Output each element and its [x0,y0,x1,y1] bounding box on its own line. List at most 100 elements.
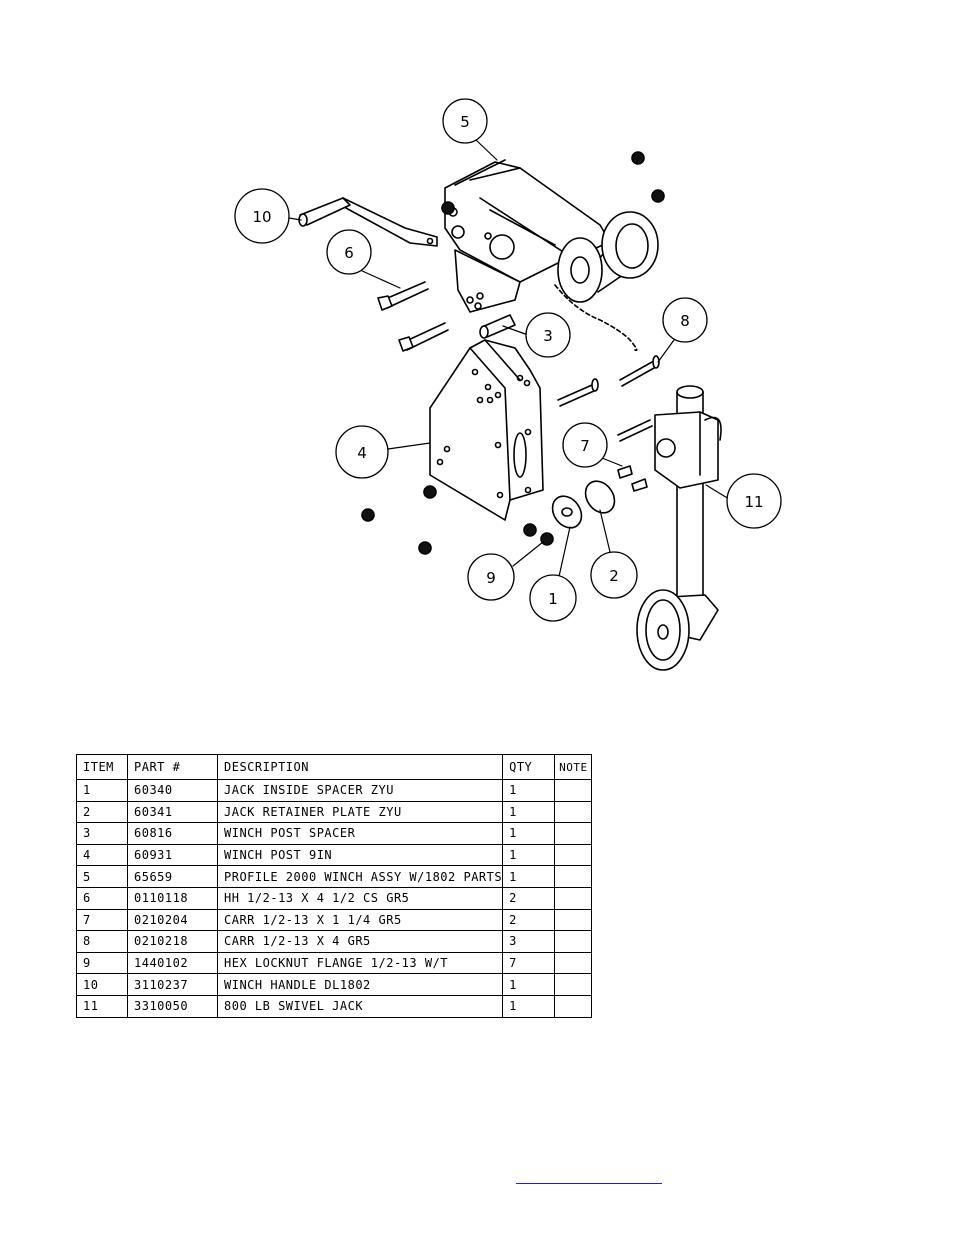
cell-qty: 2 [502,886,556,910]
cell-note [554,886,593,910]
cell-part-number: 1440102 [127,951,218,975]
callout-7 [562,422,608,468]
cell-item: 9 [76,951,128,975]
column-header-qty: QTY [502,754,556,780]
cell-note [554,779,593,802]
callout-11 [726,473,782,529]
cell-description: JACK INSIDE SPACER ZYU [216,779,504,802]
cell-item: 1 [76,779,128,802]
callout-balloons [234,98,782,622]
callout-label: 9 [486,569,496,587]
cell-note [554,865,593,888]
hex-bolt-part [377,281,449,352]
callout-label: 1 [548,590,558,608]
callout-label: 7 [580,437,590,455]
cell-item: 10 [76,973,128,996]
cell-part-number: 60931 [127,843,218,867]
callout-10 [234,188,290,244]
cell-item: 7 [76,908,128,932]
cell-item: 6 [76,886,128,910]
cell-part-number: 0110118 [127,886,218,910]
cell-part-number: 60341 [127,800,218,824]
cell-description: CARR 1/2-13 X 4 GR5 [216,930,504,953]
cell-note [554,951,593,975]
cell-note [554,822,593,845]
cell-qty: 1 [502,843,556,867]
callout-label: 11 [744,493,763,511]
cell-part-number: 60816 [127,822,218,845]
jack-plates-part [551,480,616,529]
winch-handle-part [298,197,438,247]
cell-part-number: 0210218 [127,930,218,953]
callout-label: 6 [344,244,354,262]
cell-part-number: 3110237 [127,973,218,996]
cell-item: 4 [76,843,128,867]
winch-post-spacer-part [479,314,516,339]
footer-link[interactable] [516,1169,662,1184]
winch-post-part [429,339,544,521]
callout-label: 2 [609,567,619,585]
cell-qty: 2 [502,908,556,932]
cell-item: 3 [76,822,128,845]
winch-assembly-part [444,159,659,352]
cell-note [554,908,593,932]
callout-label: 5 [460,113,470,131]
cell-description: JACK RETAINER PLATE ZYU [216,800,504,824]
cell-item: 11 [76,994,128,1018]
cell-part-number: 0210204 [127,908,218,932]
callout-6 [326,229,372,275]
cell-part-number: 65659 [127,865,218,888]
cell-qty: 7 [502,951,556,975]
callout-label: 8 [680,312,690,330]
cell-description: WINCH HANDLE DL1802 [216,973,504,996]
cell-note [554,930,593,953]
swivel-jack-part [636,385,722,671]
cell-item: 8 [76,930,128,953]
cell-qty: 3 [502,930,556,953]
callout-label: 4 [357,444,367,462]
cell-item: 5 [76,865,128,888]
cell-part-number: 60340 [127,779,218,802]
callout-5 [442,98,488,144]
cell-qty: 1 [502,800,556,824]
cell-item: 2 [76,800,128,824]
cell-note [554,800,593,824]
callout-9 [467,553,515,601]
hex-locknut-part [361,151,665,555]
cell-description: CARR 1/2-13 X 1 1/4 GR5 [216,908,504,932]
callout-2 [590,551,638,599]
short-carriage-bolt-part [617,465,648,492]
cell-qty: 1 [502,822,556,845]
cell-qty: 1 [502,973,556,996]
carriage-bolt-part [557,355,660,442]
callout-label: 3 [543,327,553,345]
callout-3 [525,312,571,358]
cell-part-number: 3310050 [127,994,218,1018]
cell-qty: 1 [502,865,556,888]
exploded-assembly-drawing: 5 10 6 3 8 4 7 11 9 1 2 [234,98,782,671]
cell-note [554,973,593,996]
cell-description: PROFILE 2000 WINCH ASSY W/1802 PARTS [216,865,504,888]
callout-label: 10 [252,208,271,226]
cell-description: WINCH POST 9IN [216,843,504,867]
cell-description: HEX LOCKNUT FLANGE 1/2-13 W/T [216,951,504,975]
column-header-item: ITEM [76,754,128,780]
cell-description: WINCH POST SPACER [216,822,504,845]
cell-qty: 1 [502,779,556,802]
cell-qty: 1 [502,994,556,1018]
column-header-note: NOTE [554,754,593,780]
column-header-description: DESCRIPTION [216,754,504,780]
cell-note [554,843,593,867]
cell-description: 800 LB SWIVEL JACK [216,994,504,1018]
column-header-part-number: PART # [127,754,218,780]
